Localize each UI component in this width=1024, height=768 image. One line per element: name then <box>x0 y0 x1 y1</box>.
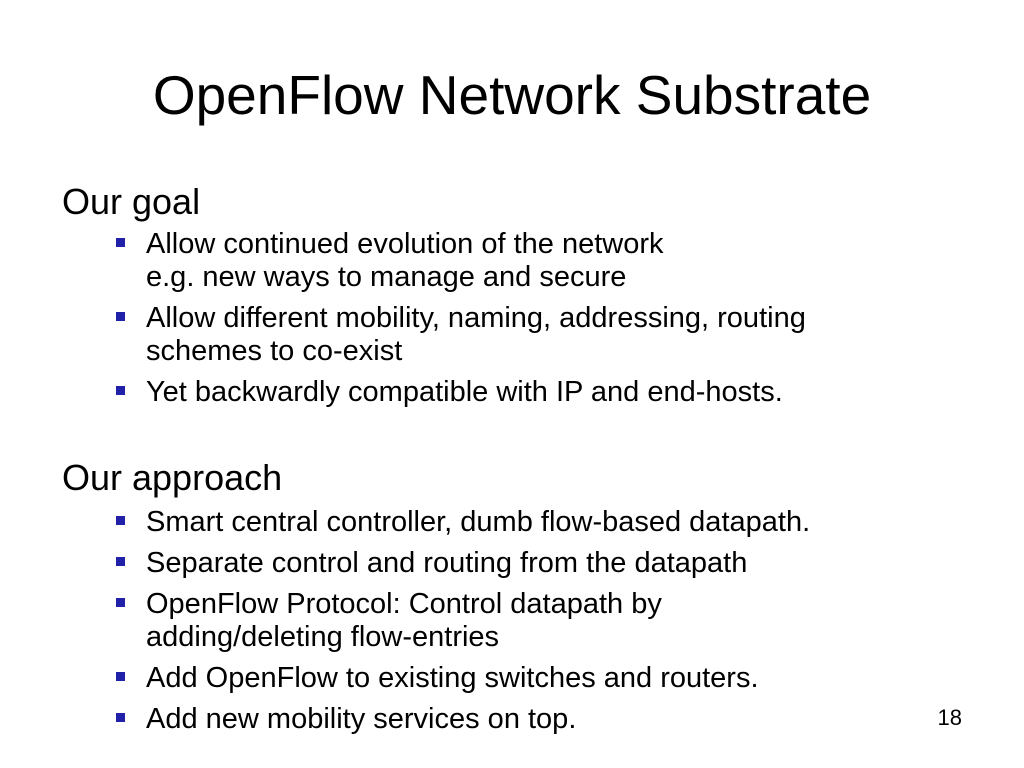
list-item: Separate control and routing from the da… <box>0 547 810 580</box>
bullet-text-line: Allow continued evolution of the network <box>146 228 664 260</box>
bullet-text-line: schemes to co-exist <box>146 335 403 367</box>
bullet-text-line: Add new mobility services on top. <box>146 703 577 735</box>
square-bullet-icon <box>116 312 125 321</box>
bullet-text-line: OpenFlow Protocol: Control datapath by <box>146 588 662 620</box>
list-item: OpenFlow Protocol: Control datapath by a… <box>0 588 810 654</box>
square-bullet-icon <box>116 557 125 566</box>
square-bullet-icon <box>116 672 125 681</box>
section-heading-goal: Our goal <box>62 181 201 222</box>
list-item: Add OpenFlow to existing switches and ro… <box>0 662 810 695</box>
square-bullet-icon <box>116 598 125 607</box>
section-heading-approach: Our approach <box>62 457 283 498</box>
list-item: Yet backwardly compatible with IP and en… <box>0 376 806 409</box>
list-item: Allow different mobility, naming, addres… <box>0 302 806 368</box>
list-item: Add new mobility services on top. <box>0 703 810 736</box>
square-bullet-icon <box>116 516 125 525</box>
page-number: 18 <box>937 705 962 730</box>
bullet-text-line: adding/deleting flow-entries <box>146 621 500 653</box>
bullet-text-line: e.g. new ways to manage and secure <box>146 261 627 293</box>
bullet-text-line: Add OpenFlow to existing switches and ro… <box>146 662 759 694</box>
square-bullet-icon <box>116 386 125 395</box>
slide-title: OpenFlow Network Substrate <box>152 64 872 126</box>
bullet-text-line: Yet backwardly compatible with IP and en… <box>146 376 783 408</box>
goal-bullet-list: Allow continued evolution of the network… <box>0 228 806 409</box>
bullet-text-line: Smart central controller, dumb flow-base… <box>146 506 811 538</box>
bullet-text-line: Separate control and routing from the da… <box>146 547 748 579</box>
bullet-text-line: Allow different mobility, naming, addres… <box>146 302 806 334</box>
list-item: Allow continued evolution of the network… <box>0 228 806 294</box>
square-bullet-icon <box>116 238 125 247</box>
list-item: Smart central controller, dumb flow-base… <box>0 506 810 539</box>
square-bullet-icon <box>116 713 125 722</box>
approach-bullet-list: Smart central controller, dumb flow-base… <box>0 506 810 736</box>
